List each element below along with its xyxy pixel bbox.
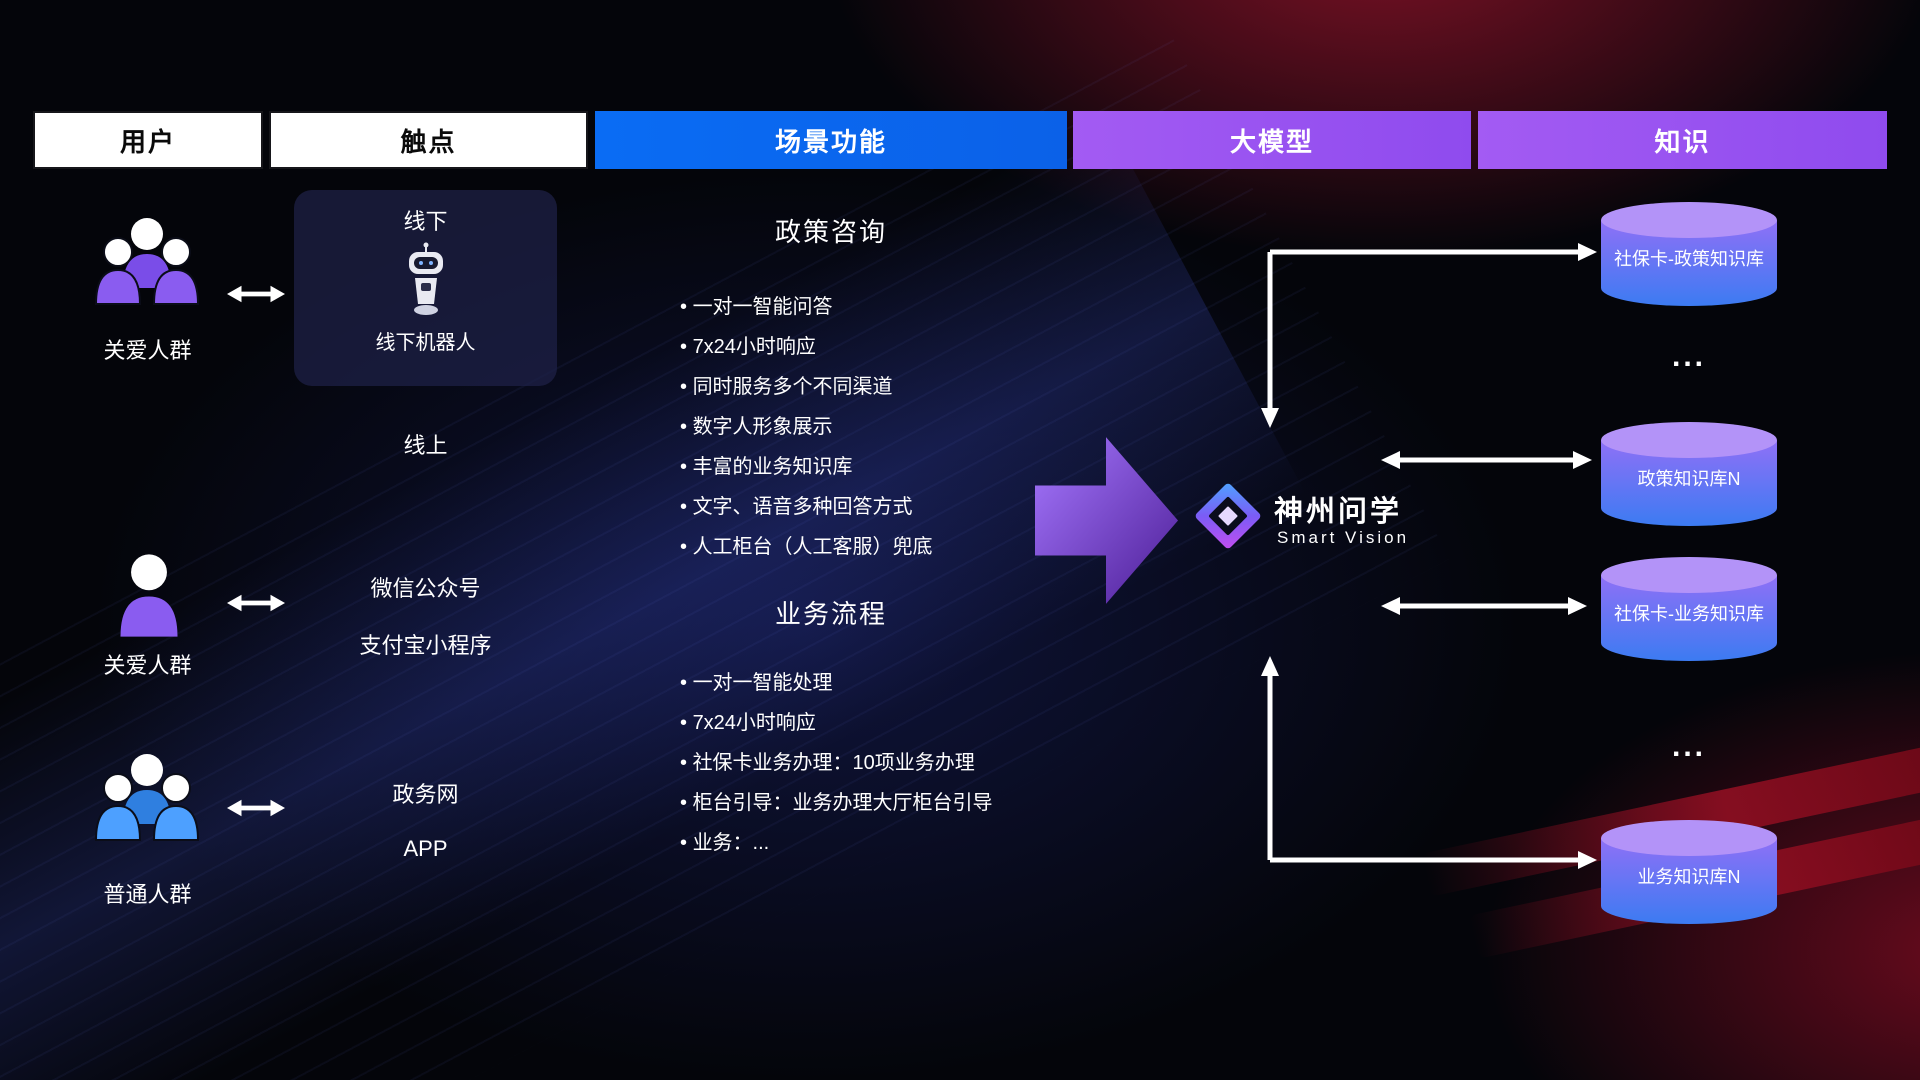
database-label: 业务知识库N [1637, 867, 1741, 888]
ellipsis-more-databases: ... [1671, 730, 1706, 763]
brand-subtitle: Smart Vision [1277, 528, 1410, 547]
database-label: 社保卡-政策知识库 [1614, 249, 1764, 270]
list-item: 数字人形象展示 [680, 410, 933, 439]
list-item: 同时服务多个不同渠道 [680, 370, 933, 399]
business-section-title: 业务流程 [774, 599, 887, 629]
single-user-icon [120, 554, 178, 637]
column-header-scenario: 场景功能 [595, 111, 1067, 169]
connector-double-arrow [1381, 597, 1587, 615]
list-item: 业务：... [680, 826, 993, 855]
connector-top-elbow-arrow [1261, 243, 1597, 428]
list-item: 文字、语音多种回答方式 [680, 490, 933, 519]
user-group1-label: 关爱人群 [103, 338, 192, 363]
bidirectional-arrow-icon [227, 799, 285, 817]
online-title: 线上 [403, 433, 448, 458]
ordinary-group-icon [94, 754, 200, 841]
database-label: 社保卡-业务知识库 [1614, 604, 1764, 625]
column-header-model: 大模型 [1073, 111, 1471, 169]
connector-double-arrow [1381, 451, 1592, 469]
brand-logo-icon [1195, 483, 1261, 549]
list-item: 一对一智能处理 [680, 666, 993, 695]
business-feature-list: 一对一智能处理 7x24小时响应 社保卡业务办理：10项业务办理 柜台引导：业务… [680, 666, 993, 855]
list-item: 7x24小时响应 [680, 330, 933, 359]
brand-name: 神州问学 [1274, 496, 1403, 528]
list-item: 一对一智能问答 [680, 290, 933, 319]
list-item: 人工柜台（人工客服）兜底 [680, 530, 933, 559]
list-item: 柜台引导：业务办理大厅柜台引导 [680, 786, 993, 815]
gov-touchpoint-label: 政务网 [392, 782, 459, 807]
database-cylinder-icon [1601, 557, 1777, 661]
user-group3-label: 普通人群 [103, 882, 192, 907]
database-business-ssc: 社保卡-业务知识库 [1601, 557, 1777, 661]
policy-feature-list: 一对一智能问答 7x24小时响应 同时服务多个不同渠道 数字人形象展示 丰富的业… [680, 290, 933, 559]
database-business-n: 业务知识库N [1601, 820, 1777, 924]
database-policy-ssc: 社保卡-政策知识库 [1601, 202, 1777, 306]
database-cylinder-icon [1601, 820, 1777, 924]
connector-bottom-elbow-arrow [1261, 656, 1597, 869]
robot-icon [408, 242, 443, 315]
offline-title: 线下 [403, 209, 448, 234]
database-policy-n: 政策知识库N [1601, 422, 1777, 526]
care-group-icon [94, 218, 200, 305]
wechat-touchpoint-label: 微信公众号 [370, 576, 481, 601]
user-group2-label: 关爱人群 [103, 653, 192, 678]
bidirectional-arrow-icon [227, 594, 285, 612]
database-label: 政策知识库N [1637, 469, 1741, 490]
alipay-touchpoint-label: 支付宝小程序 [359, 633, 492, 658]
list-item: 丰富的业务知识库 [680, 450, 933, 479]
database-cylinder-icon [1601, 202, 1777, 306]
app-touchpoint-label: APP [403, 836, 448, 861]
column-header-knowledge: 知识 [1478, 111, 1887, 169]
offline-touchpoint-card: 线下 线下机器人 [294, 190, 557, 386]
offline-robot-label: 线下机器人 [375, 332, 476, 354]
policy-section-title: 政策咨询 [774, 217, 887, 247]
list-item: 7x24小时响应 [680, 706, 993, 735]
column-header-users: 用户 [33, 111, 263, 169]
column-header-touchpoints: 触点 [269, 111, 588, 169]
database-cylinder-icon [1601, 422, 1777, 526]
list-item: 社保卡业务办理：10项业务办理 [680, 746, 993, 775]
flow-arrow-right [1035, 437, 1178, 604]
bidirectional-arrow-icon [227, 285, 285, 303]
ellipsis-more-databases: ... [1671, 340, 1706, 373]
